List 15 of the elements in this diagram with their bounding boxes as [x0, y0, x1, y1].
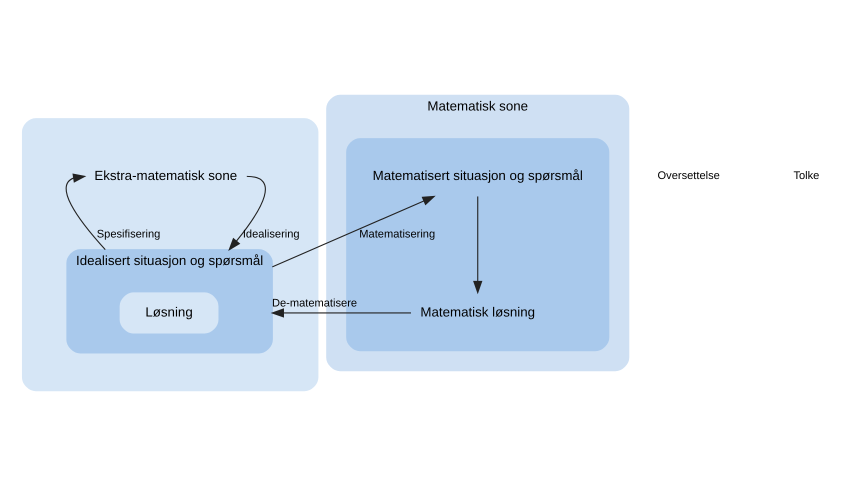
arrow: [228, 175, 266, 250]
node-text: Matematisert situasjon og spørsmål: [372, 167, 583, 182]
arrow: [270, 308, 411, 318]
edge-label: Matematisering: [359, 228, 436, 240]
arrow: [473, 196, 482, 294]
edge-label: Spesifisering: [96, 228, 160, 240]
arrow: [272, 195, 436, 267]
label: Oversettelse: [658, 170, 720, 182]
node-text: Ekstra-matematisk sone: [94, 167, 238, 182]
label: Tolke: [793, 170, 820, 182]
arrow: [66, 172, 106, 250]
edge-label: Idealisering: [242, 228, 300, 240]
node-text: Matematisk løsning: [420, 304, 536, 319]
edge-label: De-matematisere: [272, 296, 358, 309]
node-box: Løsning: [120, 292, 218, 333]
